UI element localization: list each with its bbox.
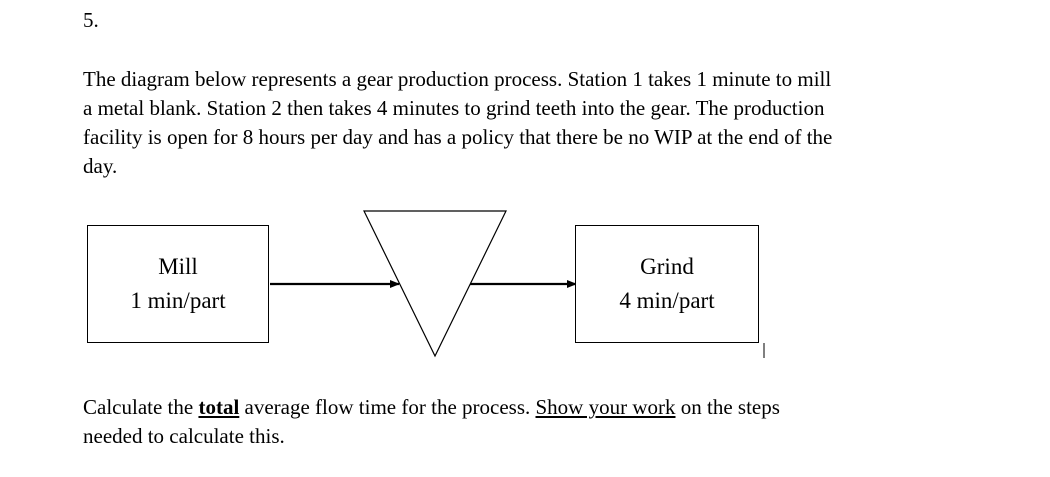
question-number: 5. [83,8,99,32]
station-grind-rate: 4 min/part [619,288,715,313]
station-grind-name: Grind [640,254,694,279]
inventory-triangle-icon [363,210,507,358]
question-line-2: needed to calculate this. [83,424,285,448]
question-text-2: average flow time for the process. [239,395,536,419]
question-text-1: Calculate the [83,395,199,419]
question-text-3: on the steps [675,395,780,419]
station-grind-box: Grind 4 min/part [575,225,759,343]
problem-line-4: day. [83,154,118,178]
question-line-1: Calculate the total average flow time fo… [83,393,963,422]
station-mill-name: Mill [158,254,198,279]
problem-statement: The diagram below represents a gear prod… [83,65,955,181]
station-mill-box: Mill 1 min/part [87,225,269,343]
station-mill-rate: 1 min/part [130,288,226,313]
problem-line-2: a metal blank. Station 2 then takes 4 mi… [83,96,825,120]
problem-line-3: facility is open for 8 hours per day and… [83,125,833,149]
problem-line-1: The diagram below represents a gear prod… [83,67,832,91]
question-emphasis-show-work: Show your work [535,395,676,419]
question-emphasis-total: total [198,395,240,419]
question-prompt: Calculate the total average flow time fo… [83,393,963,451]
